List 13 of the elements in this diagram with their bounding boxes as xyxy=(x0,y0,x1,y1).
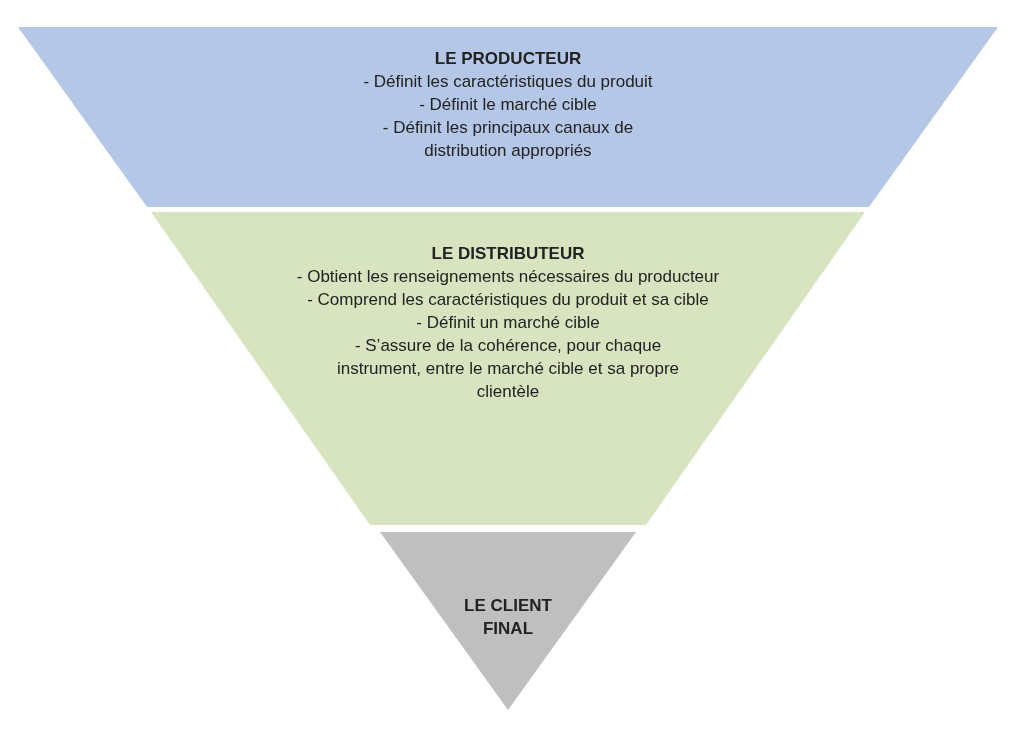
tier-heading: LE PRODUCTEUR xyxy=(434,48,582,70)
bullet-text: - Définit les caractéristiques du produit xyxy=(363,71,653,93)
bullet-text: - Comprend les caractéristiques du produit et sa cible xyxy=(307,289,709,311)
tier-heading: LE CLIENT FINAL xyxy=(463,595,553,640)
pyramid-tier xyxy=(380,532,636,710)
bullet-text: - Obtient les renseignements nécessaires du producteur xyxy=(296,266,720,288)
bullet-text: - Définit un marché cible xyxy=(416,312,600,334)
bullet-text: - Définit le marché cible xyxy=(419,94,597,116)
pyramid-tier xyxy=(151,212,865,525)
bullet-text: - S’assure de la cohérence, pour chaque instrument, entre le marché cible et sa propre clientèle xyxy=(335,335,681,403)
pyramid-tier xyxy=(18,27,998,207)
tier-heading: LE DISTRIBUTEUR xyxy=(431,243,585,265)
bullet-text: - Définit les principaux canaux de distribution appropriés xyxy=(381,117,635,162)
